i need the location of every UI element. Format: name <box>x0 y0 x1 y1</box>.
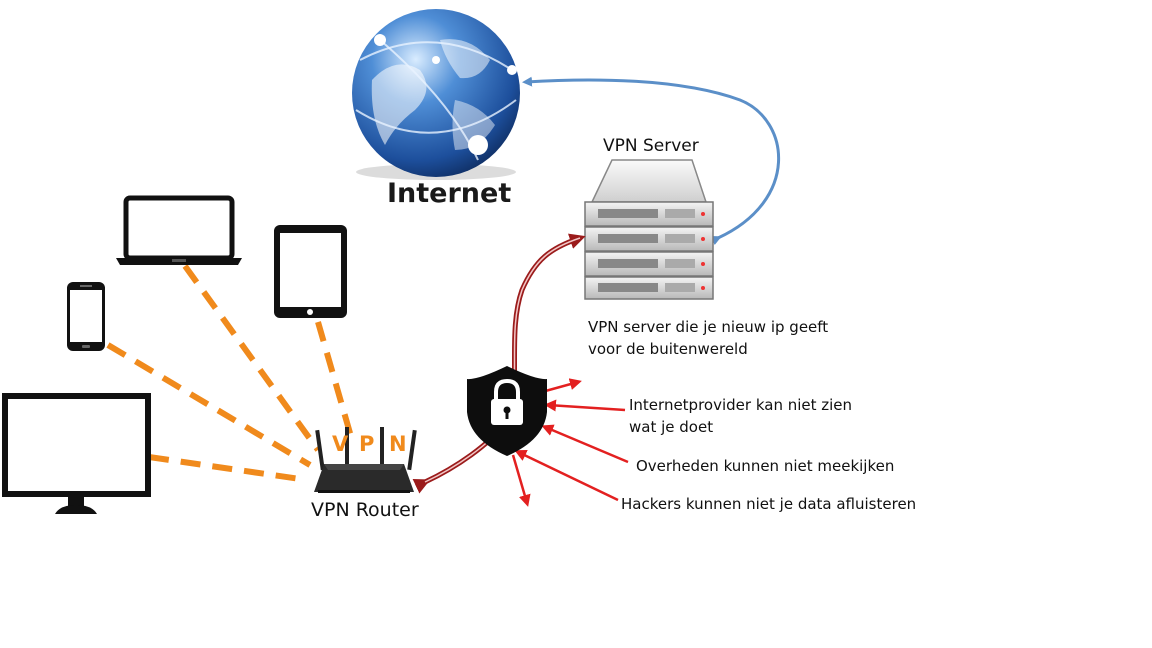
device-links <box>106 264 355 483</box>
threat-government: Overheden kunnen niet meekijken <box>636 455 894 477</box>
threat-isp-line: wat je doet <box>629 418 714 436</box>
router-badge-letter-n: N <box>389 432 407 456</box>
router-badge-letter-v: V <box>332 432 349 456</box>
router-icon <box>314 427 417 493</box>
vpn-server-description-line: VPN server die je nieuw ip geeft <box>588 318 829 336</box>
smartphone-icon <box>67 282 105 351</box>
vpn-server-description: VPN server die je nieuw ip geeft voor de… <box>588 316 828 360</box>
internet-label: Internet <box>387 178 512 209</box>
threat-hackers-line: Hackers kunnen niet je data afluisteren <box>621 495 917 513</box>
shield-lock-icon <box>467 366 547 456</box>
threat-hackers: Hackers kunnen niet je data afluisteren <box>621 493 916 515</box>
internet-server-link <box>522 76 781 246</box>
globe-icon <box>352 9 520 180</box>
monitor-icon <box>2 393 151 514</box>
threat-government-line: Overheden kunnen niet meekijken <box>636 457 895 475</box>
vpn-server-description-line: voor de buitenwereld <box>588 340 748 358</box>
vpn-router-label: VPN Router <box>311 499 419 521</box>
threat-isp: Internetprovider kan niet zien wat je do… <box>629 394 852 438</box>
vpn-server-label: VPN Server <box>603 136 699 156</box>
laptop-icon <box>116 195 242 265</box>
router-badge-letter-p: P <box>359 432 375 456</box>
threat-isp-line: Internetprovider kan niet zien <box>629 396 853 414</box>
server-icon <box>584 159 714 300</box>
tablet-icon <box>274 225 347 318</box>
